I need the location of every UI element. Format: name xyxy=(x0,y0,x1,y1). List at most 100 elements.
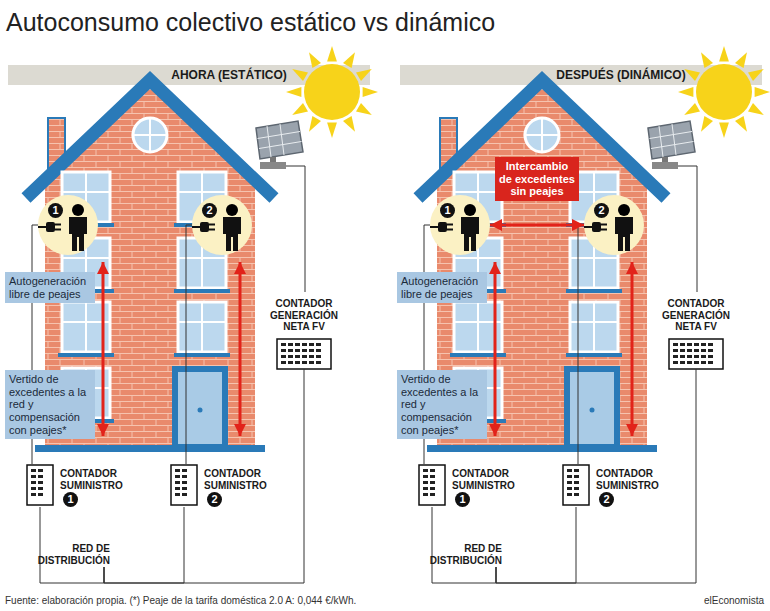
panel-title: DESPUÉS (DINÁMICO) xyxy=(556,68,685,82)
plug xyxy=(46,222,55,232)
meter-segment xyxy=(574,481,579,484)
meter-segment xyxy=(175,481,180,484)
meter-segment xyxy=(31,475,36,478)
person-body xyxy=(69,217,87,251)
title: Autoconsumo colectivo estático vs dinámi… xyxy=(6,8,495,37)
meter-case xyxy=(419,465,445,505)
plug-cable xyxy=(430,226,438,228)
plug-cable xyxy=(584,226,592,228)
meter-segment xyxy=(680,361,685,364)
meter-segment xyxy=(423,493,428,496)
meter-segment xyxy=(302,343,307,346)
meter-segment xyxy=(288,343,293,346)
supply-meter: CONTADOR SUMINISTRO1 xyxy=(26,464,134,507)
generation-meter: CONTADOR GENERACIÓN NETA FV xyxy=(660,298,732,370)
meter-segment xyxy=(288,355,293,358)
callout-number: 1 xyxy=(48,203,63,218)
consumer-circle: 2 xyxy=(584,195,644,255)
meter-segment xyxy=(680,349,685,352)
meter-icon xyxy=(276,338,332,370)
meter-label: CONTADOR SUMINISTRO2 xyxy=(204,464,278,507)
meter-segment xyxy=(574,469,579,472)
meter-segment xyxy=(430,487,435,490)
grid-label: RED DE DISTRIBUCIÓN xyxy=(427,543,502,567)
meter-segment xyxy=(708,361,713,364)
meter-segment xyxy=(423,469,428,472)
meter-segment xyxy=(673,343,678,346)
meter-segment xyxy=(38,469,43,472)
consumer-circle: 2 xyxy=(192,195,252,255)
note-text: Vertido de excedentes a la red y compens… xyxy=(9,373,91,436)
meter-segment xyxy=(281,361,286,364)
plug-pin xyxy=(601,229,607,231)
meter-segment xyxy=(182,493,187,496)
callout-number: 1 xyxy=(440,203,455,218)
person-icon xyxy=(192,195,252,255)
meter-label: CONTADOR SUMINISTRO1 xyxy=(60,464,134,507)
meter-name: CONTADOR SUMINISTRO xyxy=(60,468,123,491)
meter-icon xyxy=(418,464,446,506)
meter-segment xyxy=(708,349,713,352)
note-box: Autogeneración libre de peajes xyxy=(397,272,487,303)
meter-segment xyxy=(701,361,706,364)
meter-segment xyxy=(288,361,293,364)
meter-segment xyxy=(295,361,300,364)
note-box: Vertido de excedentes a la red y compens… xyxy=(397,370,487,439)
generation-meter: CONTADOR GENERACIÓN NETA FV xyxy=(268,298,340,370)
meter-segment xyxy=(309,349,314,352)
meter-segment xyxy=(182,481,187,484)
meter-segment xyxy=(175,475,180,478)
callout-number: 2 xyxy=(207,492,222,507)
meter-segment xyxy=(309,355,314,358)
meter-name: CONTADOR GENERACIÓN NETA FV xyxy=(660,298,732,333)
meter-segment xyxy=(295,349,300,352)
meter-segment xyxy=(31,493,36,496)
meter-segment xyxy=(708,343,713,346)
meter-segment xyxy=(673,355,678,358)
consumer-circle: 1 xyxy=(38,195,98,255)
meter-segment xyxy=(295,355,300,358)
meter-segment xyxy=(182,475,187,478)
meter-segment xyxy=(567,493,572,496)
meter-segment xyxy=(182,487,187,490)
plug xyxy=(438,222,447,232)
note-box: Vertido de excedentes a la red y compens… xyxy=(5,370,95,439)
meter-segment xyxy=(694,349,699,352)
brand-label: elEconomista xyxy=(704,595,764,606)
meter-case xyxy=(669,339,723,369)
meter-segment xyxy=(182,469,187,472)
meter-segment xyxy=(31,487,36,490)
meter-segment xyxy=(673,361,678,364)
meter-case xyxy=(27,465,53,505)
meter-icon xyxy=(26,464,54,506)
person-head xyxy=(226,204,238,216)
note-text: Autogeneración libre de peajes xyxy=(401,275,483,300)
meter-segment xyxy=(295,343,300,346)
wire xyxy=(104,370,304,584)
plug-pin xyxy=(447,229,453,231)
meter-segment xyxy=(567,487,572,490)
plug-pin xyxy=(55,229,61,231)
edge-label: Intercambio de excedentes sin peajes xyxy=(495,157,579,201)
meter-icon xyxy=(668,338,724,370)
meter-label: CONTADOR SUMINISTRO2 xyxy=(596,464,670,507)
consumer-circle: 1 xyxy=(430,195,490,255)
meter-segment xyxy=(574,487,579,490)
plug-pin xyxy=(601,224,607,226)
meter-icon xyxy=(170,464,198,506)
meter-segment xyxy=(316,343,321,346)
meter-segment xyxy=(694,343,699,346)
meter-segment xyxy=(687,349,692,352)
meter-segment xyxy=(567,475,572,478)
meter-segment xyxy=(302,355,307,358)
plug xyxy=(200,222,209,232)
meter-segment xyxy=(288,349,293,352)
meter-segment xyxy=(680,355,685,358)
meter-segment xyxy=(175,469,180,472)
meter-segment xyxy=(423,481,428,484)
meter-segment xyxy=(694,361,699,364)
meter-segment xyxy=(281,349,286,352)
meter-segment xyxy=(701,355,706,358)
meter-case xyxy=(171,465,197,505)
person-body xyxy=(461,217,479,251)
